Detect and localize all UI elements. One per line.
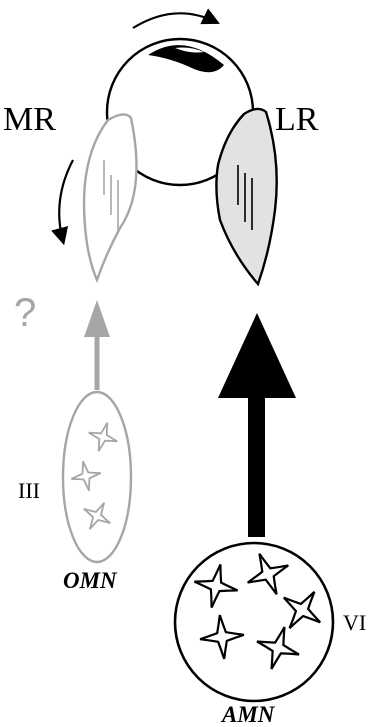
abducens-nucleus [175, 543, 333, 701]
amn-label: AMN [220, 702, 276, 727]
omn-label: OMN [63, 568, 118, 593]
eye-rotation-arrow-icon [133, 13, 216, 28]
nucleus-vi-label: VI [343, 610, 366, 635]
medial-rectus-muscle [84, 114, 136, 280]
oculomotor-nucleus [63, 392, 131, 562]
lr-label: LR [275, 101, 319, 138]
amn-to-lr-arrow [218, 313, 296, 537]
question-mark-label: ? [14, 291, 36, 335]
omn-to-mr-arrow [84, 300, 110, 390]
nucleus-iii-label: III [18, 478, 40, 503]
mr-rotation-arrow-icon [59, 160, 73, 241]
mr-label: MR [3, 101, 56, 138]
